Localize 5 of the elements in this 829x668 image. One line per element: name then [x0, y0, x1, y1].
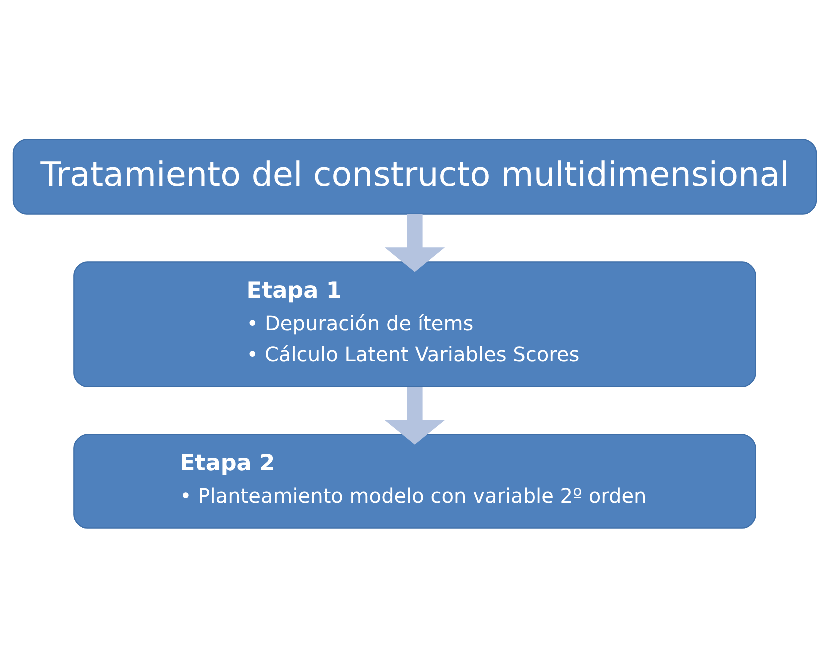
node-box: Tratamiento del constructo multidimensional — [12, 139, 817, 215]
node-box: Etapa 2 • Planteamiento modelo con variable 2º orden — [73, 434, 756, 529]
arrow — [384, 214, 445, 272]
node-box: Etapa 1 • Depuración de ítems • Cálculo Latent Variables Scores — [73, 262, 756, 388]
arrow — [384, 387, 445, 445]
